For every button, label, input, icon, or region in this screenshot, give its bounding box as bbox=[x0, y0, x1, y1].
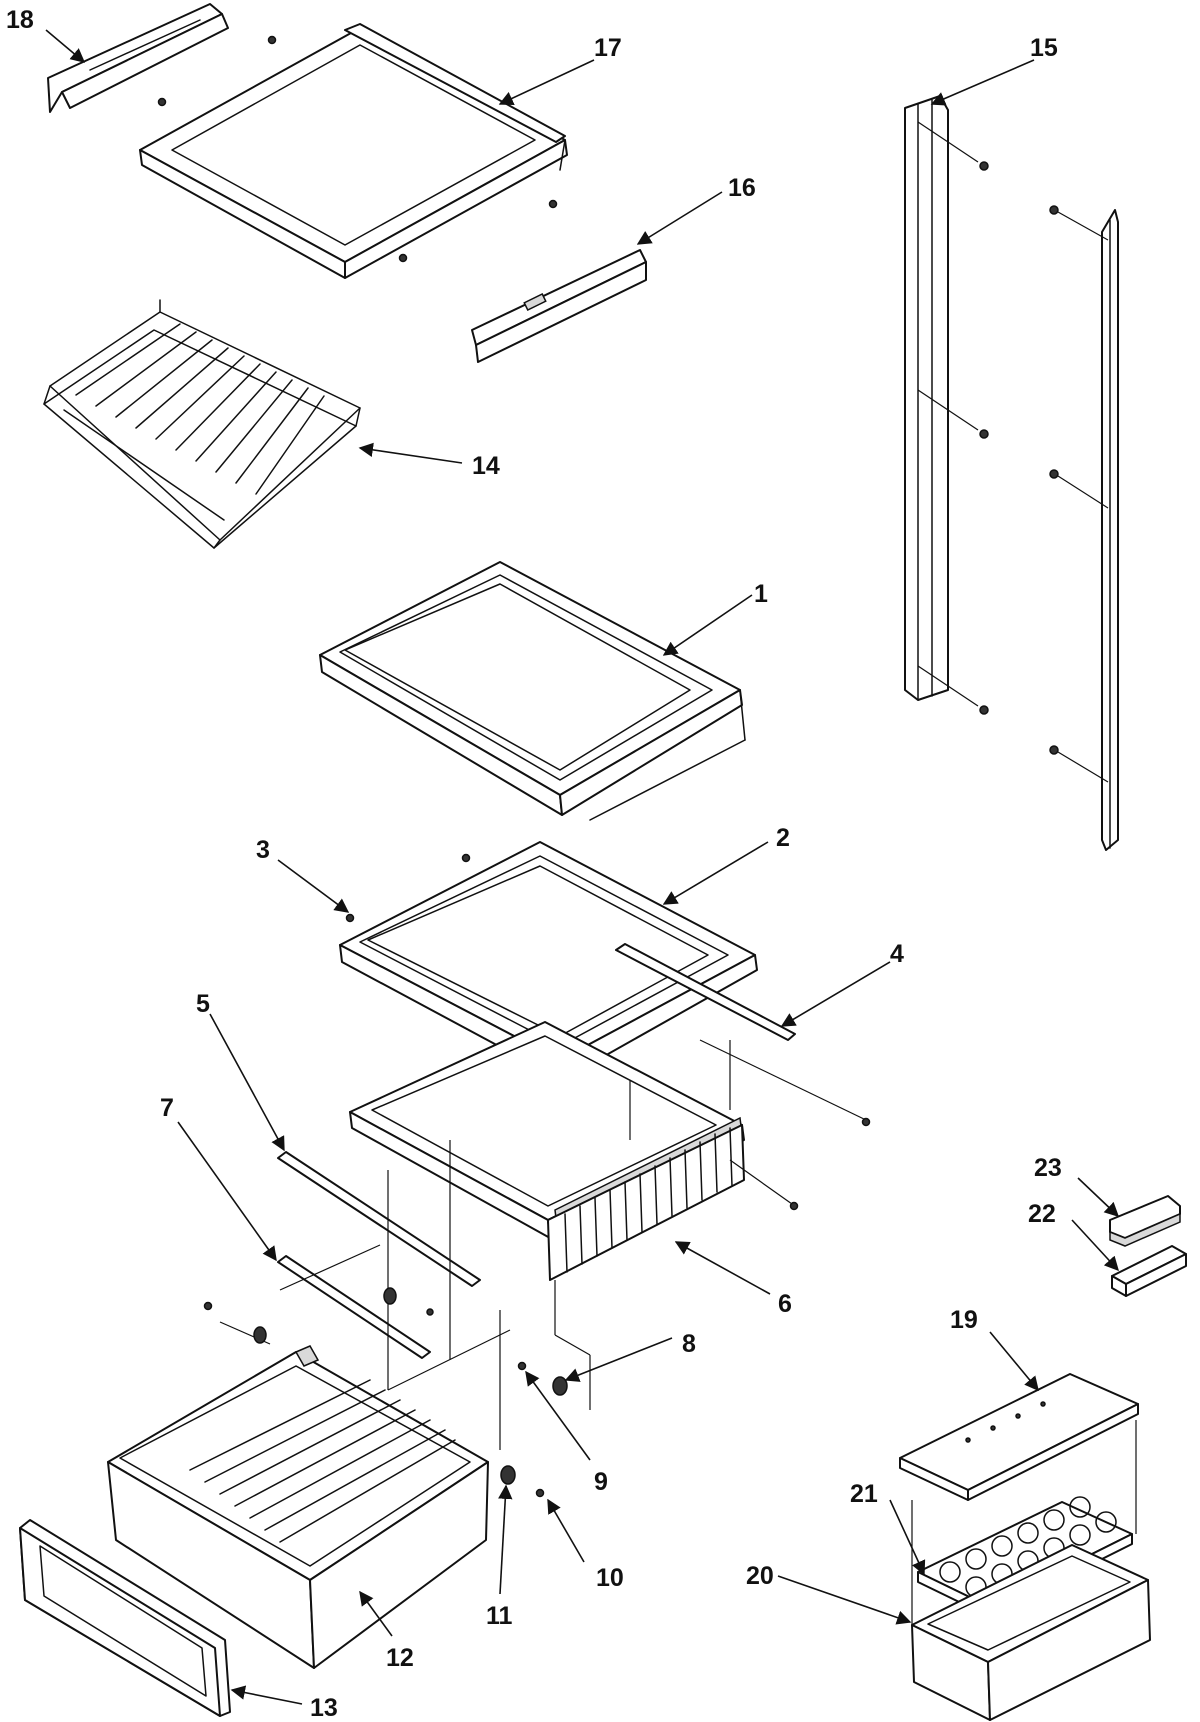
part-19-lid bbox=[899, 1373, 1139, 1501]
screw-17b bbox=[548, 199, 558, 209]
part-15-rail-left bbox=[904, 95, 979, 707]
part-23-cover bbox=[1109, 1195, 1181, 1247]
callout-3: 3 bbox=[256, 836, 270, 864]
callout-10: 10 bbox=[596, 1564, 624, 1592]
callout-labels: 18 17 15 16 14 1 3 2 4 5 7 6 8 9 10 11 1… bbox=[6, 6, 1062, 1722]
screw-18 bbox=[157, 97, 167, 107]
screw-6 bbox=[789, 1201, 799, 1211]
screw-left-drawer bbox=[203, 1301, 213, 1311]
part-7-slide bbox=[277, 1244, 431, 1359]
part-13-drawer-front bbox=[19, 1519, 231, 1717]
callout-7: 7 bbox=[160, 1094, 174, 1122]
callout-6: 6 bbox=[778, 1290, 792, 1318]
callout-14: 14 bbox=[472, 452, 500, 480]
callout-4: 4 bbox=[890, 940, 904, 968]
callout-1: 1 bbox=[754, 580, 768, 608]
callout-18: 18 bbox=[6, 6, 34, 34]
callout-21: 21 bbox=[850, 1480, 878, 1508]
part-18-bracket bbox=[47, 3, 229, 113]
part-10-screw bbox=[535, 1488, 545, 1498]
part-12-drawer bbox=[107, 1345, 489, 1669]
part-16-rail bbox=[471, 249, 647, 363]
assembly-guides bbox=[219, 1140, 591, 1450]
part-1-shelf bbox=[319, 561, 746, 821]
callout-20: 20 bbox=[746, 1562, 774, 1590]
part-5-rail bbox=[277, 1151, 481, 1287]
part-22-tray bbox=[1111, 1245, 1187, 1297]
leader-lines bbox=[45, 29, 1120, 1705]
screws-15-left bbox=[979, 161, 989, 715]
callout-19: 19 bbox=[950, 1306, 978, 1334]
part-11-roller bbox=[500, 1465, 516, 1485]
screw-17c bbox=[398, 253, 408, 263]
callout-5: 5 bbox=[196, 990, 210, 1018]
part-9-screw bbox=[517, 1361, 527, 1371]
callout-12: 12 bbox=[386, 1644, 414, 1672]
callout-2: 2 bbox=[776, 824, 790, 852]
part-14-wire-basket bbox=[43, 299, 361, 549]
roller-mid bbox=[383, 1287, 434, 1316]
screw-4 bbox=[861, 1117, 871, 1127]
part-20-bin bbox=[911, 1420, 1151, 1721]
callout-23: 23 bbox=[1034, 1154, 1062, 1182]
screw-3 bbox=[345, 913, 355, 923]
callout-9: 9 bbox=[594, 1468, 608, 1496]
part-17-shelf bbox=[139, 23, 568, 279]
callout-16: 16 bbox=[728, 174, 756, 202]
part-8-roller bbox=[552, 1376, 568, 1396]
callout-13: 13 bbox=[310, 1694, 338, 1722]
callout-22: 22 bbox=[1028, 1200, 1056, 1228]
callout-15: 15 bbox=[1030, 34, 1058, 62]
screws-15-right bbox=[1049, 205, 1059, 755]
part-15-rail-right bbox=[1057, 209, 1119, 851]
callout-17: 17 bbox=[594, 34, 622, 62]
roller-left-drawer bbox=[253, 1326, 267, 1344]
screw-2a bbox=[461, 853, 471, 863]
callout-11: 11 bbox=[486, 1602, 513, 1630]
callout-8: 8 bbox=[682, 1330, 696, 1358]
screw-17a bbox=[267, 35, 277, 45]
part-4-rod bbox=[615, 943, 867, 1121]
